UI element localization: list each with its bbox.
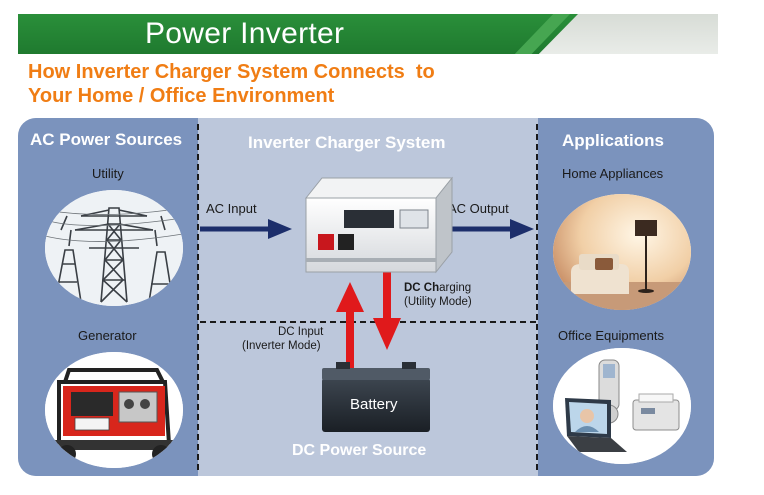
dc-input-arrow-head [336,282,364,312]
ac-sources-heading: AC Power Sources [30,130,183,149]
home-appliances-icon [553,194,691,310]
battery-label: Battery [350,396,398,413]
left-divider [197,124,199,470]
dc-charging-label-bold: DC Ch [404,282,440,294]
battery-terminal-left [336,362,350,369]
subtitle-line-1: How Inverter Charger System Connects to [28,61,435,83]
title-banner-green [18,14,578,54]
banner-title: Power Inverter [145,17,345,50]
subtitle: How Inverter Charger System Connects to … [28,60,648,108]
dc-divider [200,321,536,323]
dc-charging-arrow-shaft [383,261,391,321]
utility-mode-label: (Utility Mode) [404,296,472,308]
inverter-display [344,210,394,228]
utility-image [45,190,183,306]
inverter-system-heading: Inverter Charger System [248,133,446,152]
generator-label: Generator [78,328,137,343]
inverter-terminal-black [338,234,354,250]
ac-output-label: AC Output [448,201,509,216]
office-equipments-image [553,348,691,464]
dc-input-label: DC Input [278,326,324,338]
utility-label: Utility [92,166,124,181]
power-tower-icon [45,190,183,306]
subtitle-line-2: Your Home / Office Environment [28,85,335,107]
generator-image [45,352,183,468]
applications-heading: Applications [562,131,665,150]
inverter-mode-label: (Inverter Mode) [242,340,321,352]
right-divider [536,124,538,470]
battery-terminal-right [402,362,416,369]
office-equipment-icon [553,348,691,464]
battery-lid [322,368,430,380]
ac-input-label: AC Input [206,201,257,216]
dc-charging-label: DC Charging [404,282,471,295]
battery-body [322,378,430,432]
inverter-panel [399,209,429,229]
inverter-top [304,177,454,199]
home-appliances-label: Home Appliances [562,166,664,181]
inverter-terminal-red [318,234,334,250]
dc-input-arrow-shaft [346,310,354,368]
dc-charging-arrow-head [373,318,401,350]
generator-icon [45,352,183,468]
inverter-base-line [306,258,436,262]
ac-output-arrow-head [510,219,534,239]
dc-charging-label-rest: arging [439,282,472,294]
office-equipments-label: Office Equipments [558,328,664,343]
home-appliances-image [553,194,691,310]
ac-input-arrow-head [268,219,292,239]
dc-source-heading: DC Power Source [292,442,427,459]
